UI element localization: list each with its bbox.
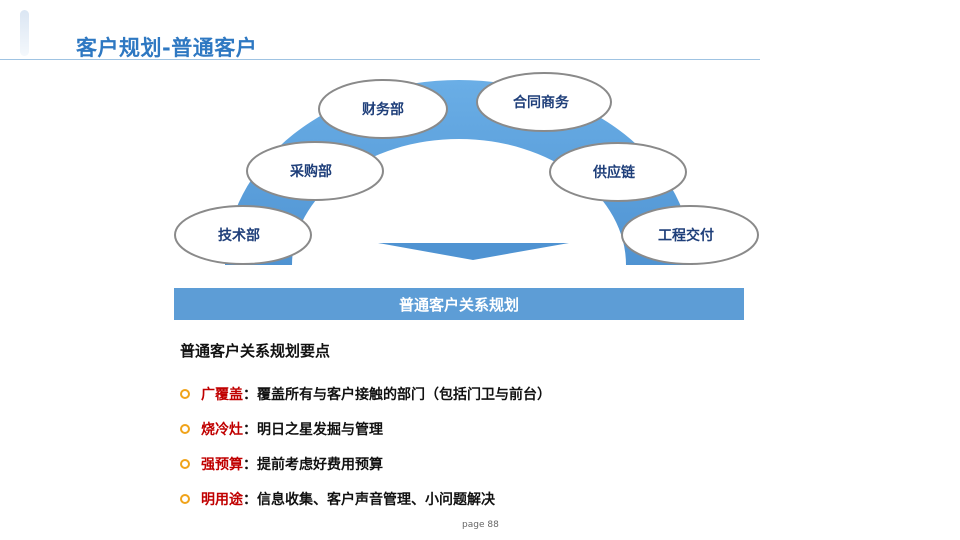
node-procurement: 采购部: [245, 140, 384, 202]
bullet-colon: ：: [243, 456, 257, 473]
bullet-keyword: 广覆盖: [201, 386, 243, 403]
page-number: page 88: [462, 520, 499, 530]
bullet-ring-icon: [180, 458, 190, 469]
bullet-description: 明日之星发掘与管理: [257, 421, 383, 438]
title-accent-bar: [20, 10, 29, 56]
bullet-ring-icon: [180, 423, 190, 434]
node-procurement-label: 采购部: [290, 164, 332, 180]
bullet-description: 提前考虑好费用预算: [257, 456, 383, 473]
node-finance: 财务部: [317, 78, 449, 140]
node-engineering: 工程交付: [620, 204, 759, 266]
node-contract-label: 合同商务: [513, 95, 569, 111]
banner-title: 普通客户关系规划: [398, 295, 519, 314]
bullet-ring-icon: [180, 493, 190, 504]
list-item: 强预算：提前考虑好费用预算: [180, 446, 551, 481]
node-engineering-label: 工程交付: [658, 228, 714, 244]
section-subtitle: 普通客户关系规划要点: [180, 342, 331, 360]
bullet-ring-icon: [180, 388, 190, 399]
bullet-description: 信息收集、客户声音管理、小问题解决: [257, 491, 495, 508]
node-finance-label: 财务部: [362, 102, 404, 118]
arc-arrowhead: [378, 243, 569, 260]
list-item: 广覆盖：覆盖所有与客户接触的部门（包括门卫与前台）: [180, 376, 551, 411]
node-supply-chain: 供应链: [548, 141, 687, 203]
node-technical: 技术部: [173, 204, 312, 266]
bullet-colon: ：: [243, 421, 257, 438]
bullet-colon: ：: [243, 386, 257, 403]
title-divider: [0, 59, 760, 60]
bullet-colon: ：: [243, 491, 257, 508]
bullet-keyword: 强预算: [201, 456, 243, 473]
plan-banner: 普通客户关系规划: [174, 288, 744, 320]
page-title: 客户规划-普通客户: [76, 36, 258, 60]
node-supply-chain-label: 供应链: [593, 165, 635, 181]
node-contract: 合同商务: [475, 71, 612, 133]
list-item: 烧冷灶：明日之星发掘与管理: [180, 411, 551, 446]
bullet-description: 覆盖所有与客户接触的部门（包括门卫与前台）: [257, 386, 551, 403]
relationship-diagram: 财务部 合同商务 采购部 供应链 技术部 工程交付: [160, 62, 800, 282]
node-technical-label: 技术部: [218, 228, 260, 244]
bullet-keyword: 烧冷灶: [201, 421, 243, 438]
list-item: 明用途：信息收集、客户声音管理、小问题解决: [180, 481, 551, 516]
key-points-list: 广覆盖：覆盖所有与客户接触的部门（包括门卫与前台） 烧冷灶：明日之星发掘与管理 …: [180, 376, 551, 516]
bullet-keyword: 明用途: [201, 491, 243, 508]
